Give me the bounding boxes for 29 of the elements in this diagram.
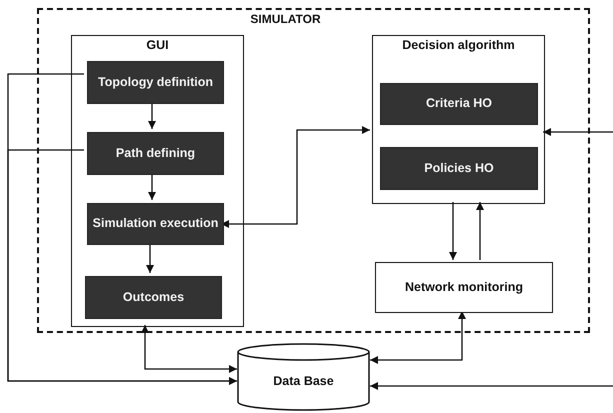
- process-box: [85, 276, 222, 319]
- box-label: Criteria HO: [426, 97, 492, 111]
- arrow: [370, 382, 613, 390]
- panel-box: [372, 35, 545, 204]
- arrow: [449, 202, 457, 260]
- box-label: Network monitoring: [404, 280, 524, 294]
- process-box: [380, 83, 538, 125]
- process-box: [87, 132, 224, 175]
- arrow: [543, 128, 613, 136]
- node-title: SIMULATOR: [250, 13, 321, 26]
- box-label: Data Base: [273, 375, 334, 389]
- process-box: [87, 203, 224, 245]
- arrow: [476, 202, 484, 260]
- box-label: Simulation execution: [92, 217, 218, 231]
- process-box: [87, 61, 224, 104]
- arrow: [141, 325, 237, 373]
- process-box: [375, 262, 553, 313]
- box-label: Path defining: [116, 146, 196, 160]
- node-title: Decision algorithm: [402, 39, 515, 52]
- panel-box: [71, 35, 244, 327]
- box-label: Topology definition: [98, 76, 214, 90]
- node-title: GUI: [146, 39, 169, 52]
- box-label: Policies HO: [424, 162, 494, 176]
- arrow: [370, 311, 466, 364]
- dashed-container: [37, 8, 590, 333]
- arrow: [7, 149, 237, 385]
- process-box: [380, 147, 538, 190]
- box-label: Outcomes: [122, 290, 184, 304]
- database-cylinder: [237, 343, 370, 411]
